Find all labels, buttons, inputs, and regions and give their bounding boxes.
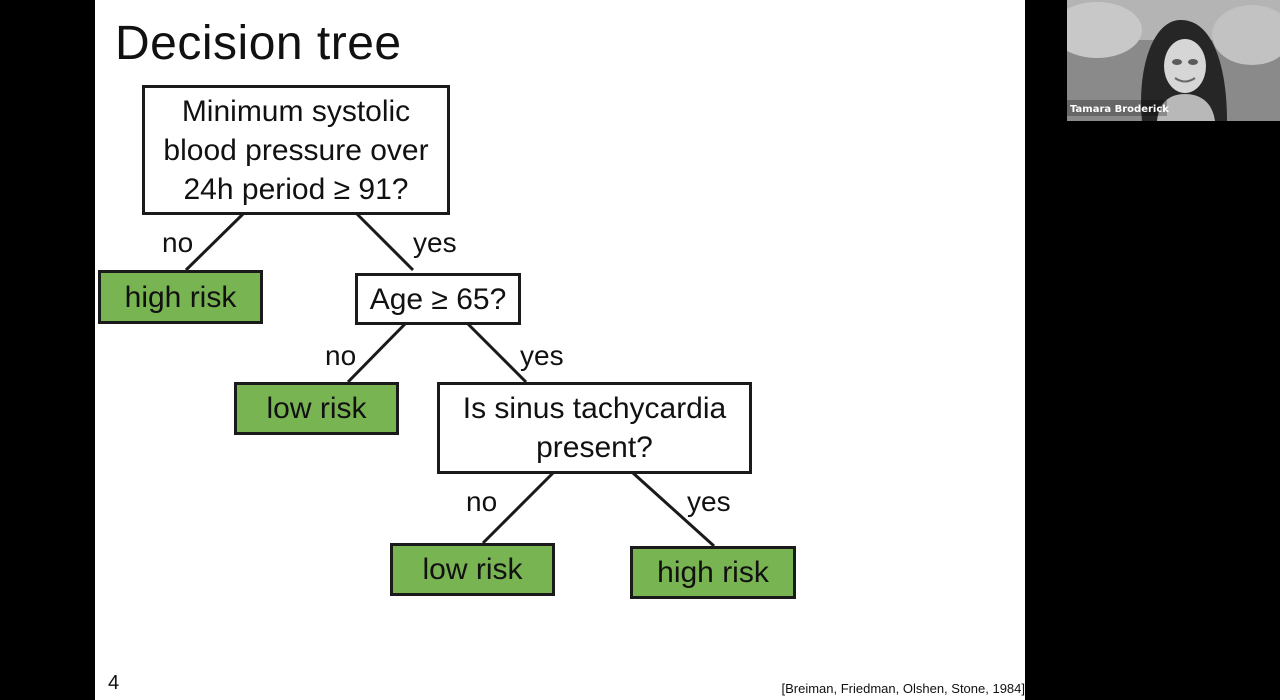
age-question-text: Age ≥ 65? <box>369 282 507 316</box>
slide-title: Decision tree <box>115 17 402 70</box>
edge-root-yes <box>355 212 415 272</box>
edge-label-sinus-yes: yes <box>687 486 731 517</box>
edge-label-root-no: no <box>162 227 194 258</box>
participant-name: Tamara Broderick <box>1070 104 1169 115</box>
edge-sinus-no <box>481 471 555 545</box>
leaf-low-risk-2: low risk <box>390 543 555 596</box>
page-number: 4 <box>108 672 120 694</box>
root-question-node: Minimum systolic blood pressure over 24h… <box>142 85 450 215</box>
slide: Decision tree Minimum systolic blood pre… <box>95 0 1025 700</box>
root-question-text: Minimum systolic blood pressure over 24h… <box>163 94 429 206</box>
edge-age-no <box>346 322 407 384</box>
sinus-question-node: Is sinus tachycardia present? <box>437 382 752 474</box>
edge-age-yes <box>466 322 528 384</box>
edge-sinus-yes <box>631 471 716 548</box>
leaf-low-risk-1: low risk <box>234 382 399 435</box>
edge-root-no <box>184 212 245 272</box>
leaf-high-risk-1: high risk <box>98 270 263 324</box>
leaf-high-risk-2-text: high risk <box>657 556 769 589</box>
webcam-tile[interactable]: Tamara Broderick <box>1067 0 1280 121</box>
leaf-low-risk-2-text: low risk <box>422 553 523 586</box>
tree-edges <box>184 212 716 548</box>
leaf-high-risk-1-text: high risk <box>124 280 237 314</box>
sinus-question-text: Is sinus tachycardia present? <box>462 392 727 464</box>
edge-label-root-yes: yes <box>413 227 457 258</box>
citation: [Breiman, Friedman, Olshen, Stone, 1984] <box>781 681 1025 696</box>
age-question-node: Age ≥ 65? <box>355 273 521 325</box>
edge-label-age-no: no <box>325 340 357 371</box>
face-shape <box>1164 39 1206 93</box>
webcam-video <box>1067 0 1280 121</box>
leaf-low-risk-1-text: low risk <box>266 392 367 425</box>
edge-label-sinus-no: no <box>466 486 498 517</box>
leaf-high-risk-2: high risk <box>630 546 796 599</box>
edge-label-age-yes: yes <box>520 340 564 371</box>
